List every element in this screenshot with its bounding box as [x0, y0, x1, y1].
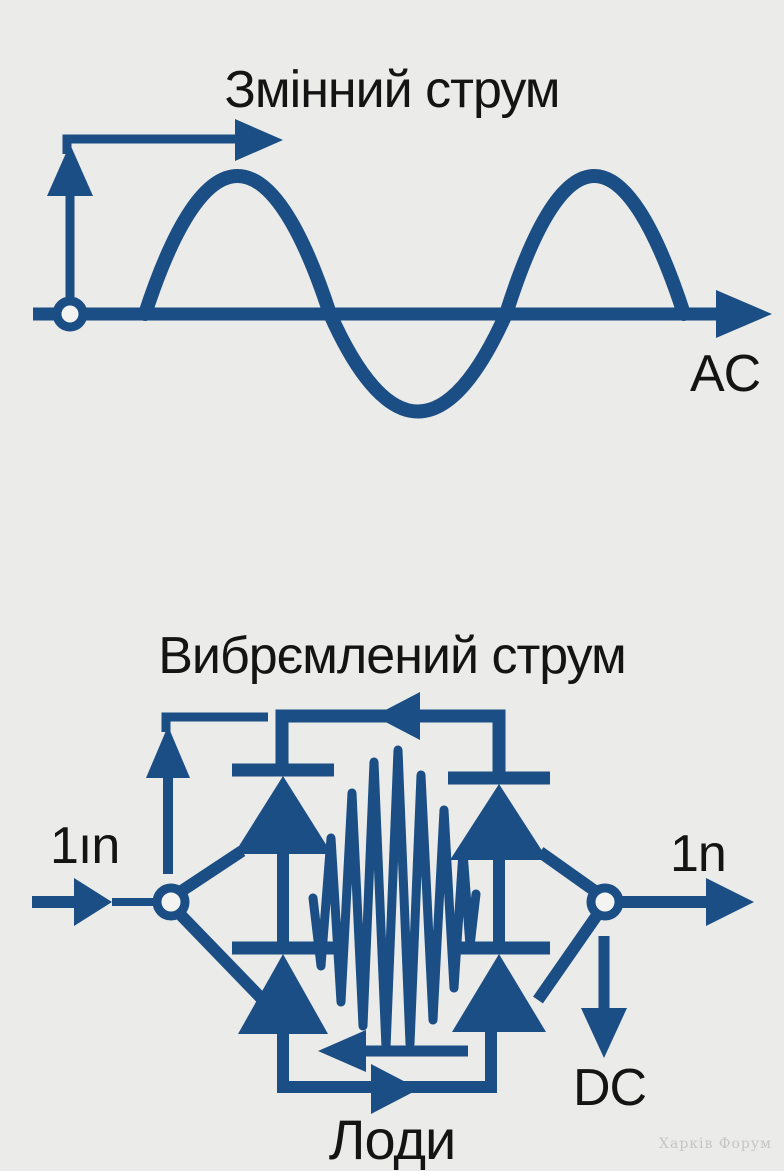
input-current-label: 1ın	[50, 817, 120, 875]
bridge-rectifier-diagram	[32, 692, 754, 1114]
amplitude-arrow-2-icon	[146, 726, 190, 778]
right-node-upper-diagonal	[536, 847, 606, 901]
left-input-node	[152, 883, 190, 921]
bottom-rail-flow-arrow-icon	[371, 1064, 419, 1114]
dc-label: DC	[573, 1059, 647, 1117]
oscillation-burst-waveform	[308, 745, 481, 1053]
input-arrow-icon	[74, 878, 112, 926]
diode-bottom-right	[452, 954, 546, 1032]
period-bracket	[62, 134, 235, 154]
diodes-label: Лоди	[328, 1108, 457, 1171]
right-output-node	[586, 883, 624, 921]
diode-top-right	[450, 784, 548, 860]
diode-bottom-left	[238, 954, 328, 1034]
left-node-upper-diagonal	[170, 845, 246, 902]
inner-flow-arrow-icon	[318, 1030, 366, 1072]
amplitude-arrow-icon	[47, 144, 93, 196]
origin-node	[52, 296, 88, 332]
ac-label: AC	[690, 345, 761, 403]
time-axis-arrow-icon	[716, 290, 772, 338]
ac-diagram-title: Змінний струм	[224, 61, 560, 119]
period-arrow-icon	[235, 119, 283, 161]
dc-arrow-icon	[581, 1008, 627, 1058]
output-arrow-icon	[706, 878, 754, 926]
sine-wave	[138, 169, 691, 419]
ac-diagram	[33, 119, 772, 419]
rectifier-diagram-title: Вибрємлений струм	[158, 627, 627, 685]
left-node-lower-diagonal	[169, 903, 267, 1004]
top-rail-flow-arrow-icon	[374, 692, 420, 740]
watermark-text: Харків Форум	[659, 1136, 772, 1152]
right-node-lower-diagonal	[533, 904, 607, 1004]
period-bracket-2	[161, 712, 268, 732]
output-current-label: 1n	[670, 825, 727, 883]
diode-top-left	[234, 776, 332, 854]
